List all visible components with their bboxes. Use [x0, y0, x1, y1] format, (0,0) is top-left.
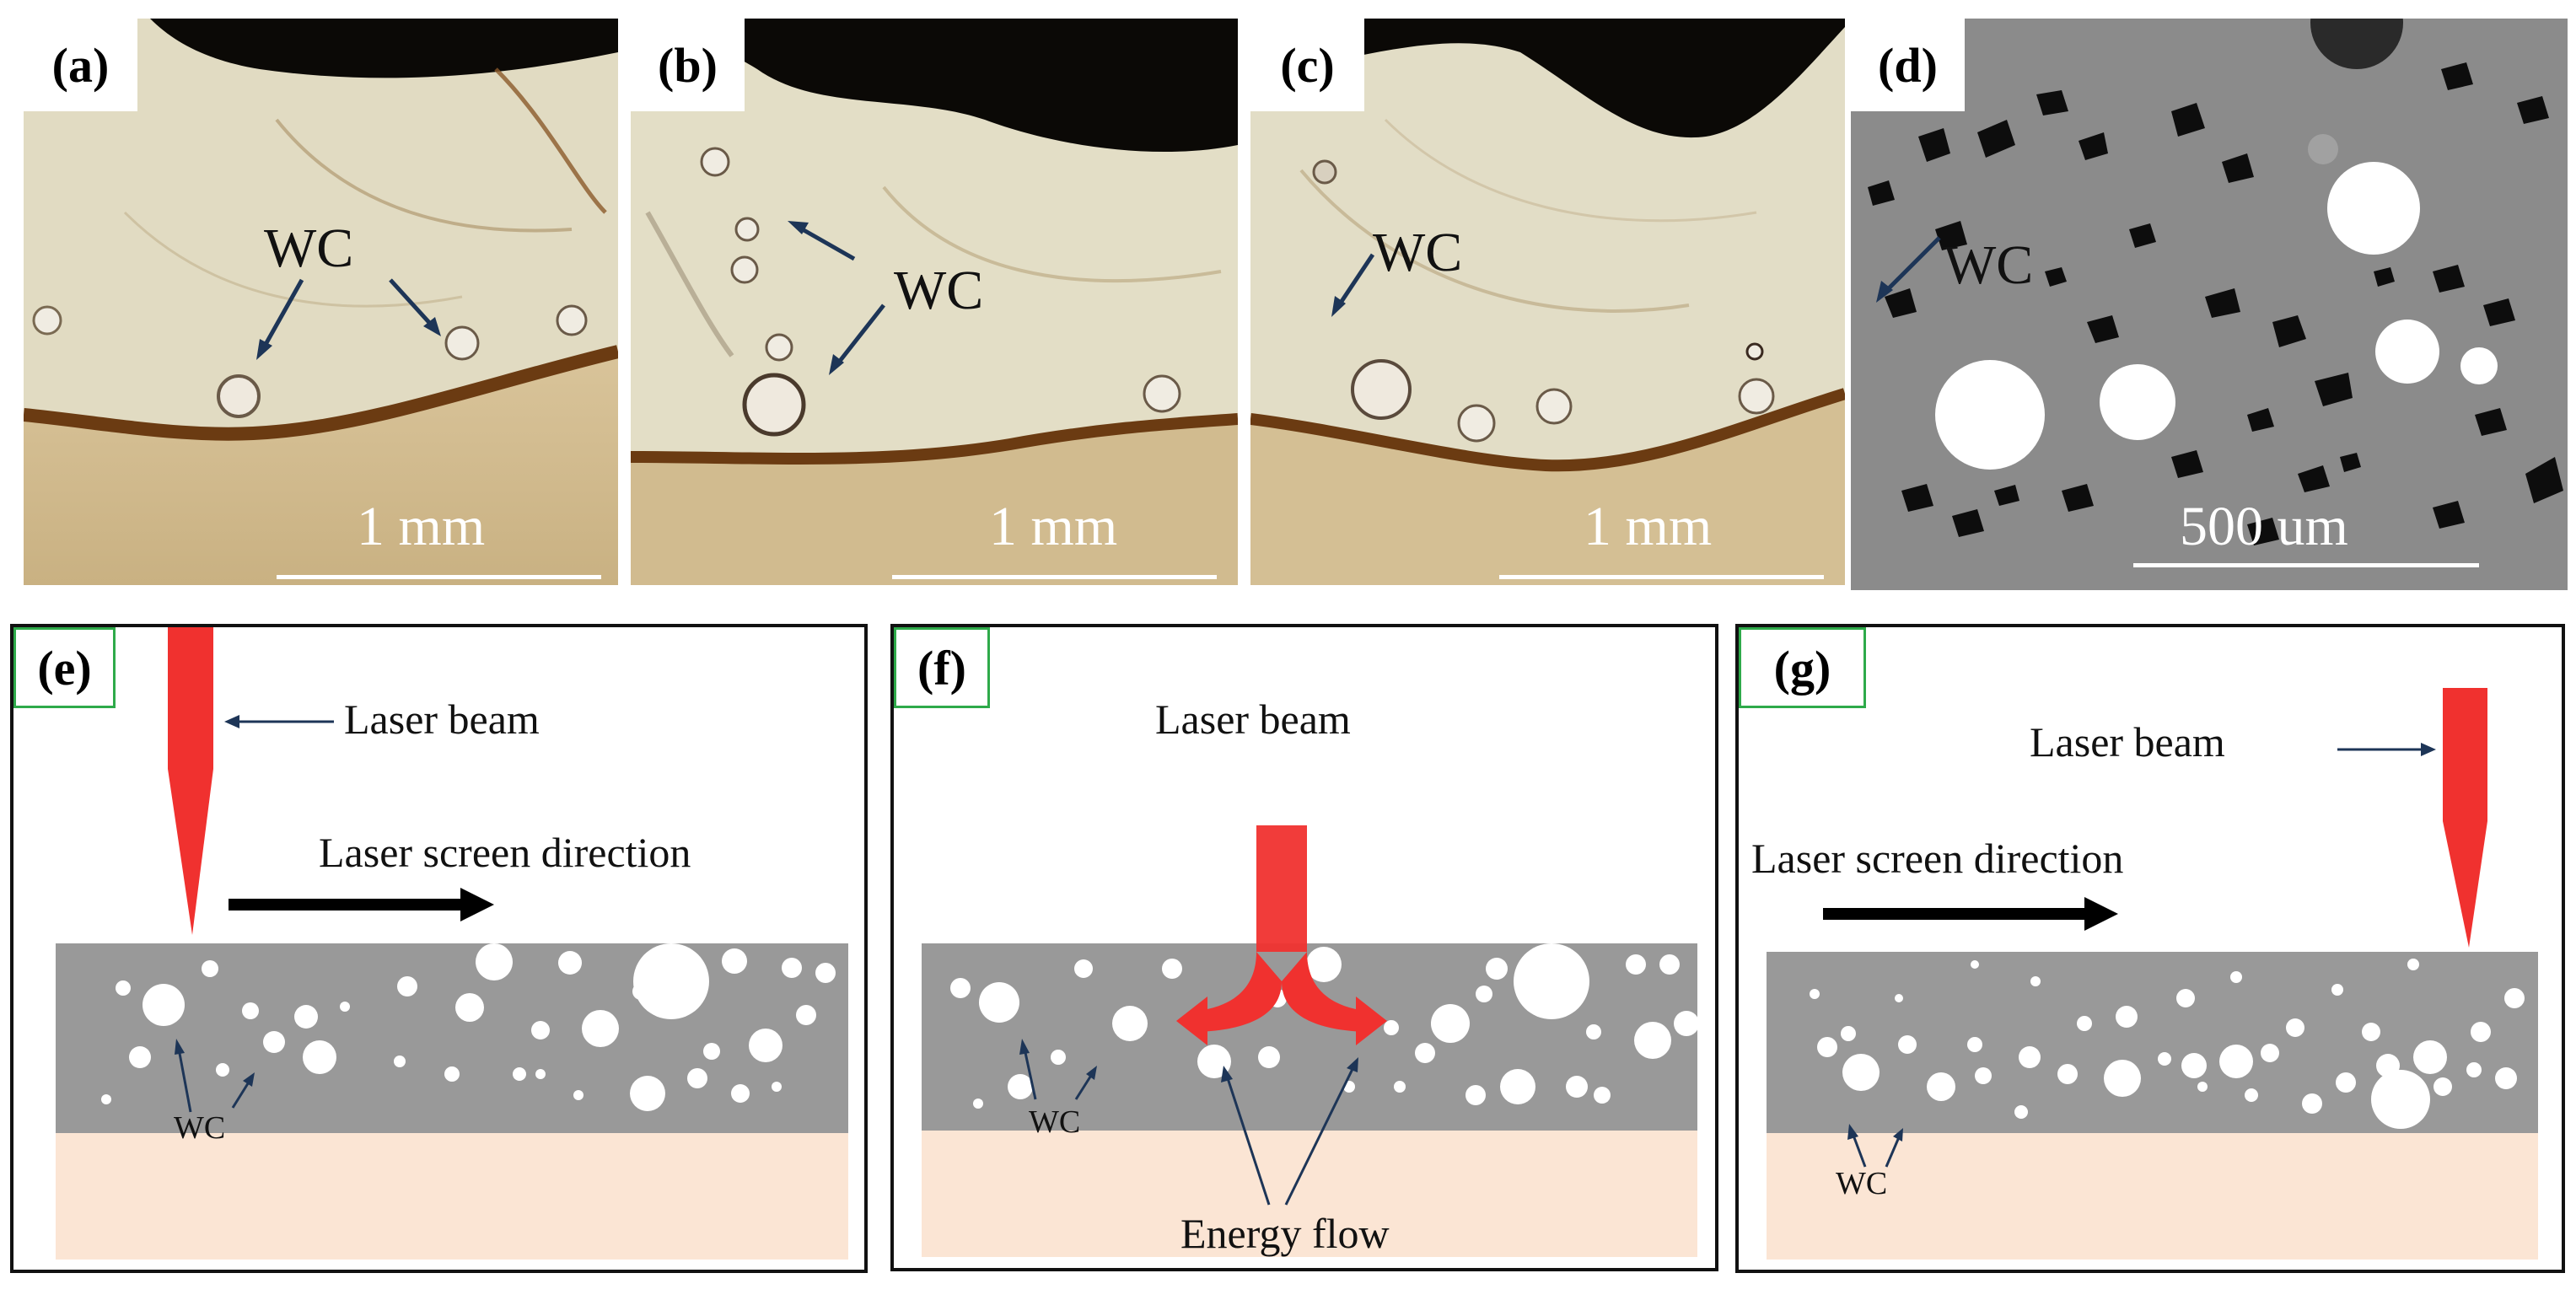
- panel-label-a: (a): [24, 19, 137, 111]
- micrograph-a-image: [24, 19, 618, 585]
- wc-annotation-b: WC: [894, 260, 984, 321]
- wc-label-f: WC: [1029, 1104, 1081, 1140]
- wc-annotation-a: WC: [264, 218, 354, 279]
- micrograph-d-image: [1851, 19, 2568, 590]
- micrograph-b: (b) WC 1 mm: [631, 19, 1238, 585]
- scale-label-c: 1 mm: [1584, 496, 1713, 557]
- micrograph-b-image: [631, 19, 1238, 585]
- schematic-f-drawing: [922, 825, 1699, 1257]
- panel-label-g: (g): [1739, 627, 1866, 708]
- wc-annotation-d: WC: [1944, 234, 2034, 296]
- scale-bar-a: [277, 575, 601, 579]
- laser-beam-label-g: Laser beam: [2030, 718, 2225, 765]
- laser-beam-label-f: Laser beam: [1155, 696, 1351, 743]
- panel-label-c: (c): [1250, 19, 1364, 111]
- scale-label-b: 1 mm: [989, 496, 1118, 557]
- schematic-g-drawing: [1767, 688, 2538, 1260]
- schematic-g: (g) Laser beam Laser screen direction WC: [1735, 624, 2565, 1273]
- wc-annotation-c: WC: [1373, 222, 1463, 283]
- schematic-e-drawing: [56, 627, 848, 1260]
- laser-beam-label-e: Laser beam: [344, 696, 540, 743]
- scale-label-a: 1 mm: [357, 496, 486, 557]
- scale-bar-b: [892, 575, 1217, 579]
- panel-label-d: (d): [1851, 19, 1965, 111]
- panel-label-f: (f): [894, 627, 990, 708]
- panel-label-b: (b): [631, 19, 745, 111]
- scale-bar-d: [2133, 563, 2479, 567]
- wc-label-e: WC: [174, 1110, 226, 1146]
- schematic-e: (e) Laser beam Laser screen direction WC: [10, 624, 868, 1273]
- micrograph-d: (d) WC 500 um: [1851, 19, 2568, 590]
- micrograph-c-image: [1250, 19, 1845, 585]
- micrograph-c: (c) WC 1 mm: [1250, 19, 1845, 585]
- energy-flow-label-f: Energy flow: [1180, 1210, 1390, 1257]
- direction-label-g: Laser screen direction: [1751, 835, 2124, 882]
- scale-label-d: 500 um: [2180, 496, 2348, 557]
- direction-label-e: Laser screen direction: [319, 829, 691, 876]
- wc-label-g: WC: [1836, 1166, 1888, 1201]
- scale-bar-c: [1499, 575, 1824, 579]
- panel-label-e: (e): [13, 627, 116, 708]
- micrograph-a: (a) WC 1 mm: [24, 19, 618, 585]
- schematic-f: (f) Laser beam Energy flow WC: [890, 624, 1718, 1271]
